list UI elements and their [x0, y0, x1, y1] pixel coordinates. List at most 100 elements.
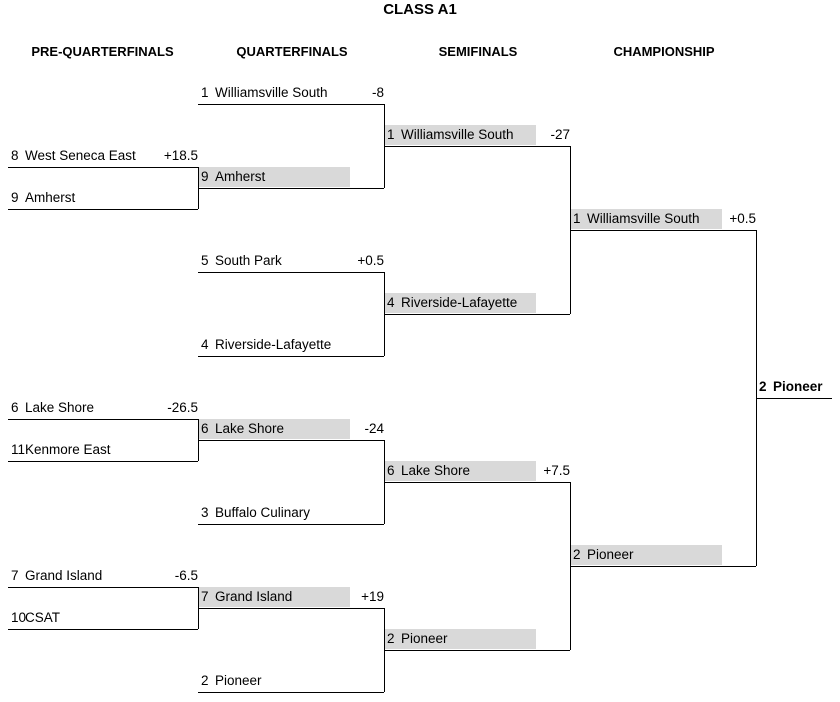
bracket-line	[198, 608, 384, 609]
bracket-line	[384, 650, 570, 651]
seed: 9	[11, 190, 19, 205]
team-slot: 9 Amherst	[198, 167, 350, 187]
bracket-line	[384, 482, 570, 483]
round-header-championship: CHAMPIONSHIP	[613, 44, 715, 59]
team-name: Williamsville South	[401, 127, 514, 142]
team-slot: 6 Lake Shore	[8, 398, 94, 418]
seed: 11	[11, 442, 26, 457]
round-header-quarterfinals: QUARTERFINALS	[236, 44, 348, 59]
odds: -26.5	[167, 400, 198, 415]
team-name: CSAT	[25, 610, 61, 625]
team-name: Kenmore East	[25, 442, 111, 457]
bracket-line	[198, 692, 384, 693]
bracket-line	[8, 419, 198, 420]
seed: 2	[759, 379, 767, 394]
team-name: West Seneca East	[25, 148, 136, 163]
round-header-pre-quarterfinals: PRE-QUARTERFINALS	[31, 44, 174, 59]
team-slot: 5 South Park	[198, 251, 282, 271]
seed: 1	[201, 85, 209, 100]
seed: 1	[387, 127, 395, 142]
team-slot: 6 Lake Shore	[384, 461, 536, 481]
bracket-line	[8, 167, 198, 168]
seed: 6	[201, 421, 209, 436]
bracket-line	[8, 461, 198, 462]
odds: +19	[361, 589, 384, 604]
bracket-line	[570, 230, 756, 231]
seed: 6	[11, 400, 19, 415]
seed: 7	[201, 589, 209, 604]
seed: 2	[573, 547, 581, 562]
seed: 3	[201, 505, 209, 520]
team-slot: 11Kenmore East	[8, 440, 111, 460]
seed: 5	[201, 253, 209, 268]
seed: 4	[387, 295, 395, 310]
team-name: Grand Island	[25, 568, 103, 583]
team-name: Lake Shore	[401, 463, 471, 478]
seed: 8	[11, 148, 19, 163]
team-slot: 10CSAT	[8, 608, 60, 628]
bracket-line	[384, 314, 570, 315]
bracket-line	[8, 587, 198, 588]
team-name: Amherst	[215, 169, 266, 184]
champion-name: Pioneer	[773, 379, 823, 394]
odds: -27	[550, 127, 570, 142]
team-slot: 1 Williamsville South	[570, 209, 722, 229]
champion-slot: 2 Pioneer	[756, 377, 823, 397]
team-name: Lake Shore	[25, 400, 95, 415]
team-slot: 7 Grand Island	[198, 587, 350, 607]
odds: +18.5	[163, 148, 198, 163]
team-name: Pioneer	[215, 673, 262, 688]
team-slot: 3 Buffalo Culinary	[198, 503, 310, 523]
team-name: Lake Shore	[215, 421, 285, 436]
round-header-semifinals: SEMIFINALS	[438, 44, 518, 59]
seed: 9	[201, 169, 209, 184]
bracket-title: CLASS A1	[383, 1, 457, 18]
team-slot: 8 West Seneca East	[8, 146, 136, 166]
team-name: Amherst	[25, 190, 76, 205]
team-slot: 4 Riverside-Lafayette	[198, 335, 331, 355]
bracket-line	[198, 440, 384, 441]
team-name: Pioneer	[401, 631, 448, 646]
odds: -6.5	[174, 568, 198, 583]
odds: +7.5	[543, 463, 570, 478]
seed: 1	[573, 211, 581, 226]
team-slot: 1 Williamsville South	[384, 125, 536, 145]
bracket-line	[384, 146, 570, 147]
team-name: Pioneer	[587, 547, 634, 562]
bracket-line	[8, 209, 198, 210]
team-name: Williamsville South	[587, 211, 700, 226]
bracket-line	[198, 104, 384, 105]
bracket-line	[570, 566, 756, 567]
bracket-line	[198, 356, 384, 357]
seed: 2	[387, 631, 395, 646]
seed: 6	[387, 463, 395, 478]
team-slot: 9 Amherst	[8, 188, 75, 208]
team-slot: 2 Pioneer	[198, 671, 262, 691]
team-slot: 1 Williamsville South	[198, 83, 328, 103]
bracket-line	[198, 272, 384, 273]
team-name: Williamsville South	[215, 85, 328, 100]
team-name: Riverside-Lafayette	[401, 295, 518, 310]
team-name: Grand Island	[215, 589, 293, 604]
bracket-line	[756, 398, 832, 399]
bracket-line	[198, 524, 384, 525]
seed: 10	[11, 610, 27, 625]
team-name: South Park	[215, 253, 282, 268]
team-slot: 6 Lake Shore	[198, 419, 350, 439]
odds: +0.5	[729, 211, 756, 226]
team-slot: 7 Grand Island	[8, 566, 102, 586]
seed: 7	[11, 568, 19, 583]
team-slot: 2 Pioneer	[384, 629, 536, 649]
odds: -24	[364, 421, 384, 436]
bracket-line	[198, 188, 384, 189]
seed: 4	[201, 337, 209, 352]
team-name: Riverside-Lafayette	[215, 337, 332, 352]
odds: -8	[371, 85, 384, 100]
team-slot: 2 Pioneer	[570, 545, 722, 565]
seed: 2	[201, 673, 209, 688]
team-slot: 4 Riverside-Lafayette	[384, 293, 536, 313]
odds: +0.5	[357, 253, 384, 268]
team-name: Buffalo Culinary	[215, 505, 311, 520]
bracket-line	[8, 629, 198, 630]
